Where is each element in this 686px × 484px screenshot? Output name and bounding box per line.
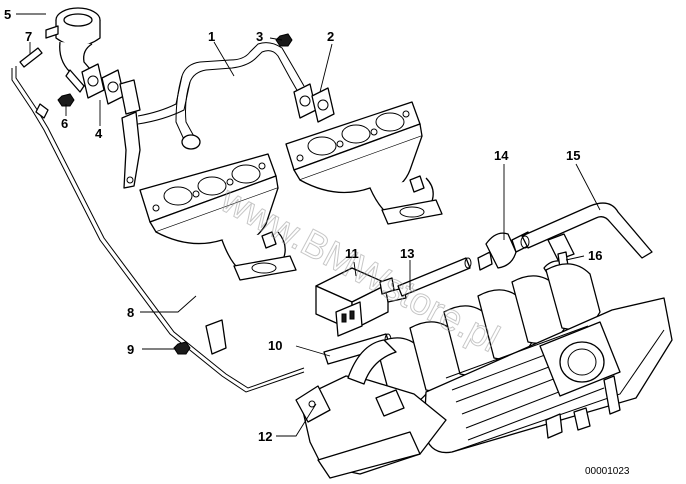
callout-12: 12: [258, 429, 272, 444]
flange-gasket: [81, 63, 141, 115]
exhaust-manifold-front: [139, 153, 297, 281]
callout-10: 10: [268, 338, 282, 353]
intake-manifold: [295, 263, 673, 479]
callout-3: 3: [256, 29, 263, 44]
hose-15: [520, 202, 653, 259]
air-pipe: [137, 42, 305, 150]
callout-1: 1: [208, 29, 215, 44]
vacuum-line: [11, 66, 305, 393]
air-valve: [45, 7, 101, 93]
leader-lines: [16, 13, 601, 437]
callout-15: 15: [566, 148, 580, 163]
callout-9: 9: [127, 342, 134, 357]
manifold-bracket: [121, 111, 141, 189]
gasket-2: [293, 83, 335, 123]
callout-5: 5: [4, 7, 11, 22]
callout-16: 16: [588, 248, 602, 263]
callout-labels: 5 7 1 3 2 6 4 8 9 10 11 12 13 14 15 16: [4, 7, 602, 444]
callout-4: 4: [95, 126, 103, 141]
callout-7: 7: [25, 29, 32, 44]
solenoid-valve: [315, 267, 407, 337]
reference-number: 00001023: [585, 466, 630, 477]
callout-6: 6: [61, 116, 68, 131]
check-valve: [477, 231, 533, 271]
callout-8: 8: [127, 305, 134, 320]
nut-9: [173, 341, 191, 355]
exhaust-manifold-rear: [285, 101, 443, 225]
hose-connector: [19, 47, 43, 68]
nut-6: [57, 93, 75, 107]
hose-13: [397, 257, 472, 297]
callout-13: 13: [400, 246, 414, 261]
nut-3: [275, 33, 293, 47]
callout-11: 11: [345, 246, 359, 261]
callout-14: 14: [494, 148, 509, 163]
callout-2: 2: [327, 29, 334, 44]
